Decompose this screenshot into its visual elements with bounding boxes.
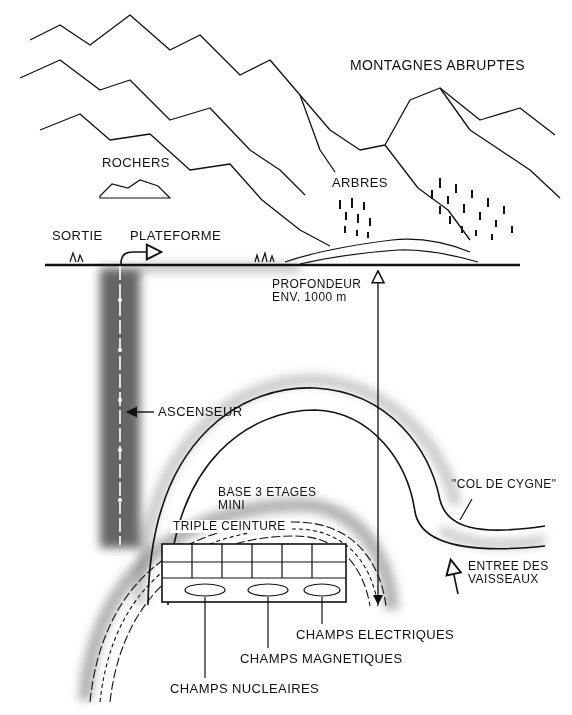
rock-label: ROCHERS [102, 156, 170, 171]
triple-belt [90, 522, 386, 702]
field-leader [204, 597, 205, 678]
elevator-label: ASCENSEUR [158, 405, 243, 420]
field-label: CHAMPS ELECTRIQUES [296, 628, 454, 643]
col-label: "COL DE CYGNE" [452, 478, 556, 491]
ridge-line [40, 114, 330, 246]
field-leader [267, 597, 268, 648]
platform-label: PLATEFORME [130, 229, 221, 244]
field-label: CHAMPS MAGNETIQUES [240, 652, 403, 667]
field-label: CHAMPS NUCLEAIRES [170, 682, 319, 697]
entry-label: ENTREE DES VAISSEAUX [468, 560, 560, 587]
mountain-ridges [20, 15, 560, 246]
entry-arrow [451, 561, 458, 594]
rocks [100, 180, 170, 198]
base-label: BASE 3 ETAGES MINI [218, 486, 330, 513]
arch-shading [140, 380, 456, 605]
ridge-line [385, 145, 470, 240]
valley-path [300, 250, 478, 264]
grass-tufts [70, 253, 274, 262]
ridge-line [300, 95, 335, 172]
field-leader [321, 597, 322, 624]
exit-label: SORTIE [52, 229, 103, 244]
ground-line [45, 264, 520, 267]
elevator-leader [127, 411, 154, 412]
belt-label: TRIPLE CEINTURE [170, 520, 289, 533]
ridge-line [20, 60, 305, 195]
tunnel-shading [440, 530, 545, 544]
ridge-line [30, 15, 555, 150]
base-building [162, 544, 346, 602]
belt-shading [85, 505, 392, 700]
tree-label: ARBRES [332, 176, 388, 191]
mountain-label: MONTAGNES ABRUPTES [350, 58, 525, 74]
ridge-line [440, 88, 560, 198]
elevator-cable [119, 266, 121, 545]
depth-label: PROFONDEUR ENV. 1000 m [272, 278, 368, 305]
col-leader [460, 499, 472, 520]
valley-path [285, 239, 470, 262]
platform-arrow [121, 252, 160, 264]
elevator-dots [118, 298, 122, 502]
